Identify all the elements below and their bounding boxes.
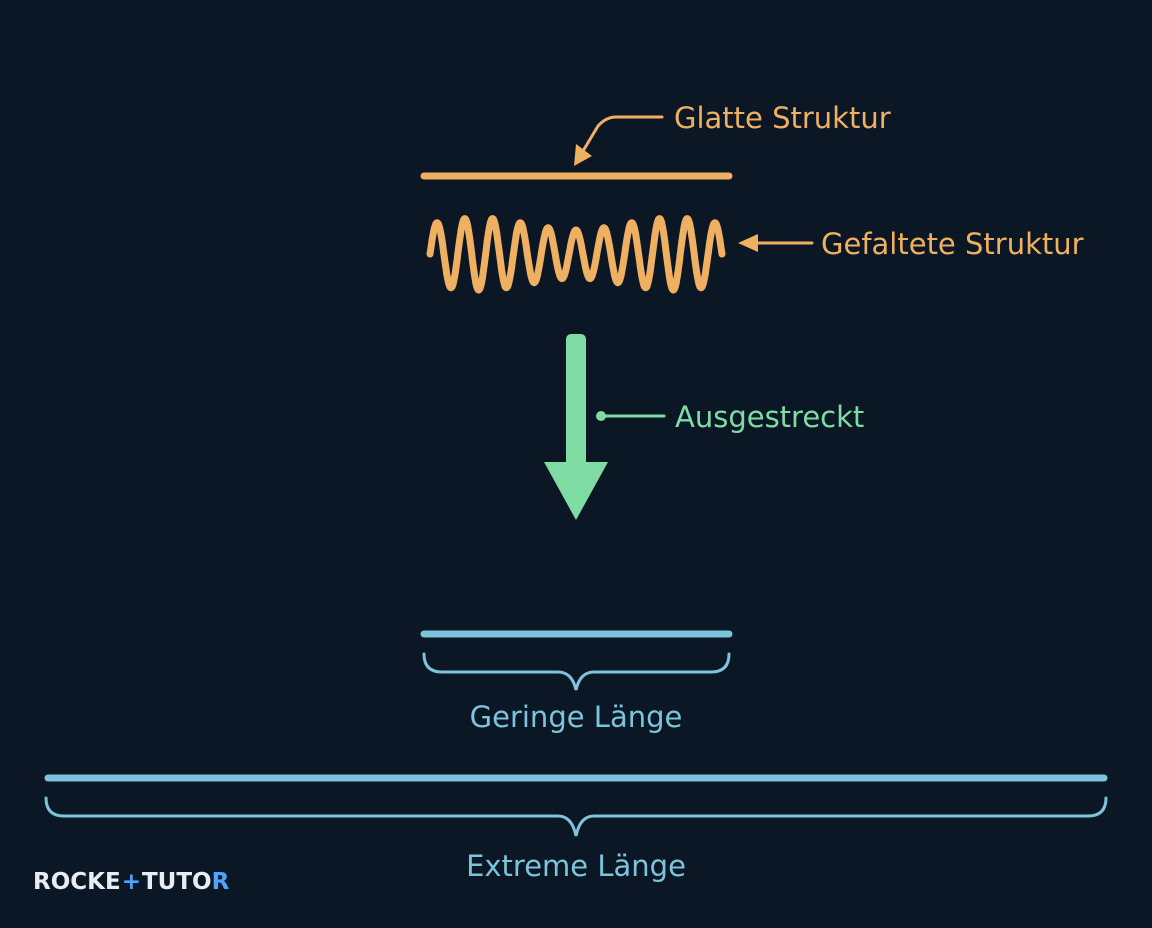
logo-plus: + <box>121 869 141 895</box>
extreme-length-brace <box>44 796 1108 837</box>
folded-structure-wave <box>426 215 726 294</box>
folded-structure-label: Gefaltete Struktur <box>821 227 1084 261</box>
short-length-brace <box>422 652 731 691</box>
short-length-label: Geringe Länge <box>470 700 683 734</box>
stretch-arrow-shaft <box>566 334 586 474</box>
smooth-pointer-arrow <box>578 115 664 158</box>
smooth-structure-label: Glatte Struktur <box>674 101 891 135</box>
stretch-arrow-head <box>544 462 608 520</box>
logo-text-part1: ROCKE <box>33 869 121 895</box>
smooth-pointer-head <box>574 144 592 166</box>
logo-text-part2: TUTO <box>141 869 212 895</box>
logo-text-part3: R <box>211 869 230 895</box>
extreme-length-label: Extreme Länge <box>466 849 686 883</box>
folded-pointer-head <box>738 234 758 252</box>
brand-logo: ROCKE + TUTO R <box>33 869 229 895</box>
stretched-label: Ausgestreckt <box>675 400 864 434</box>
